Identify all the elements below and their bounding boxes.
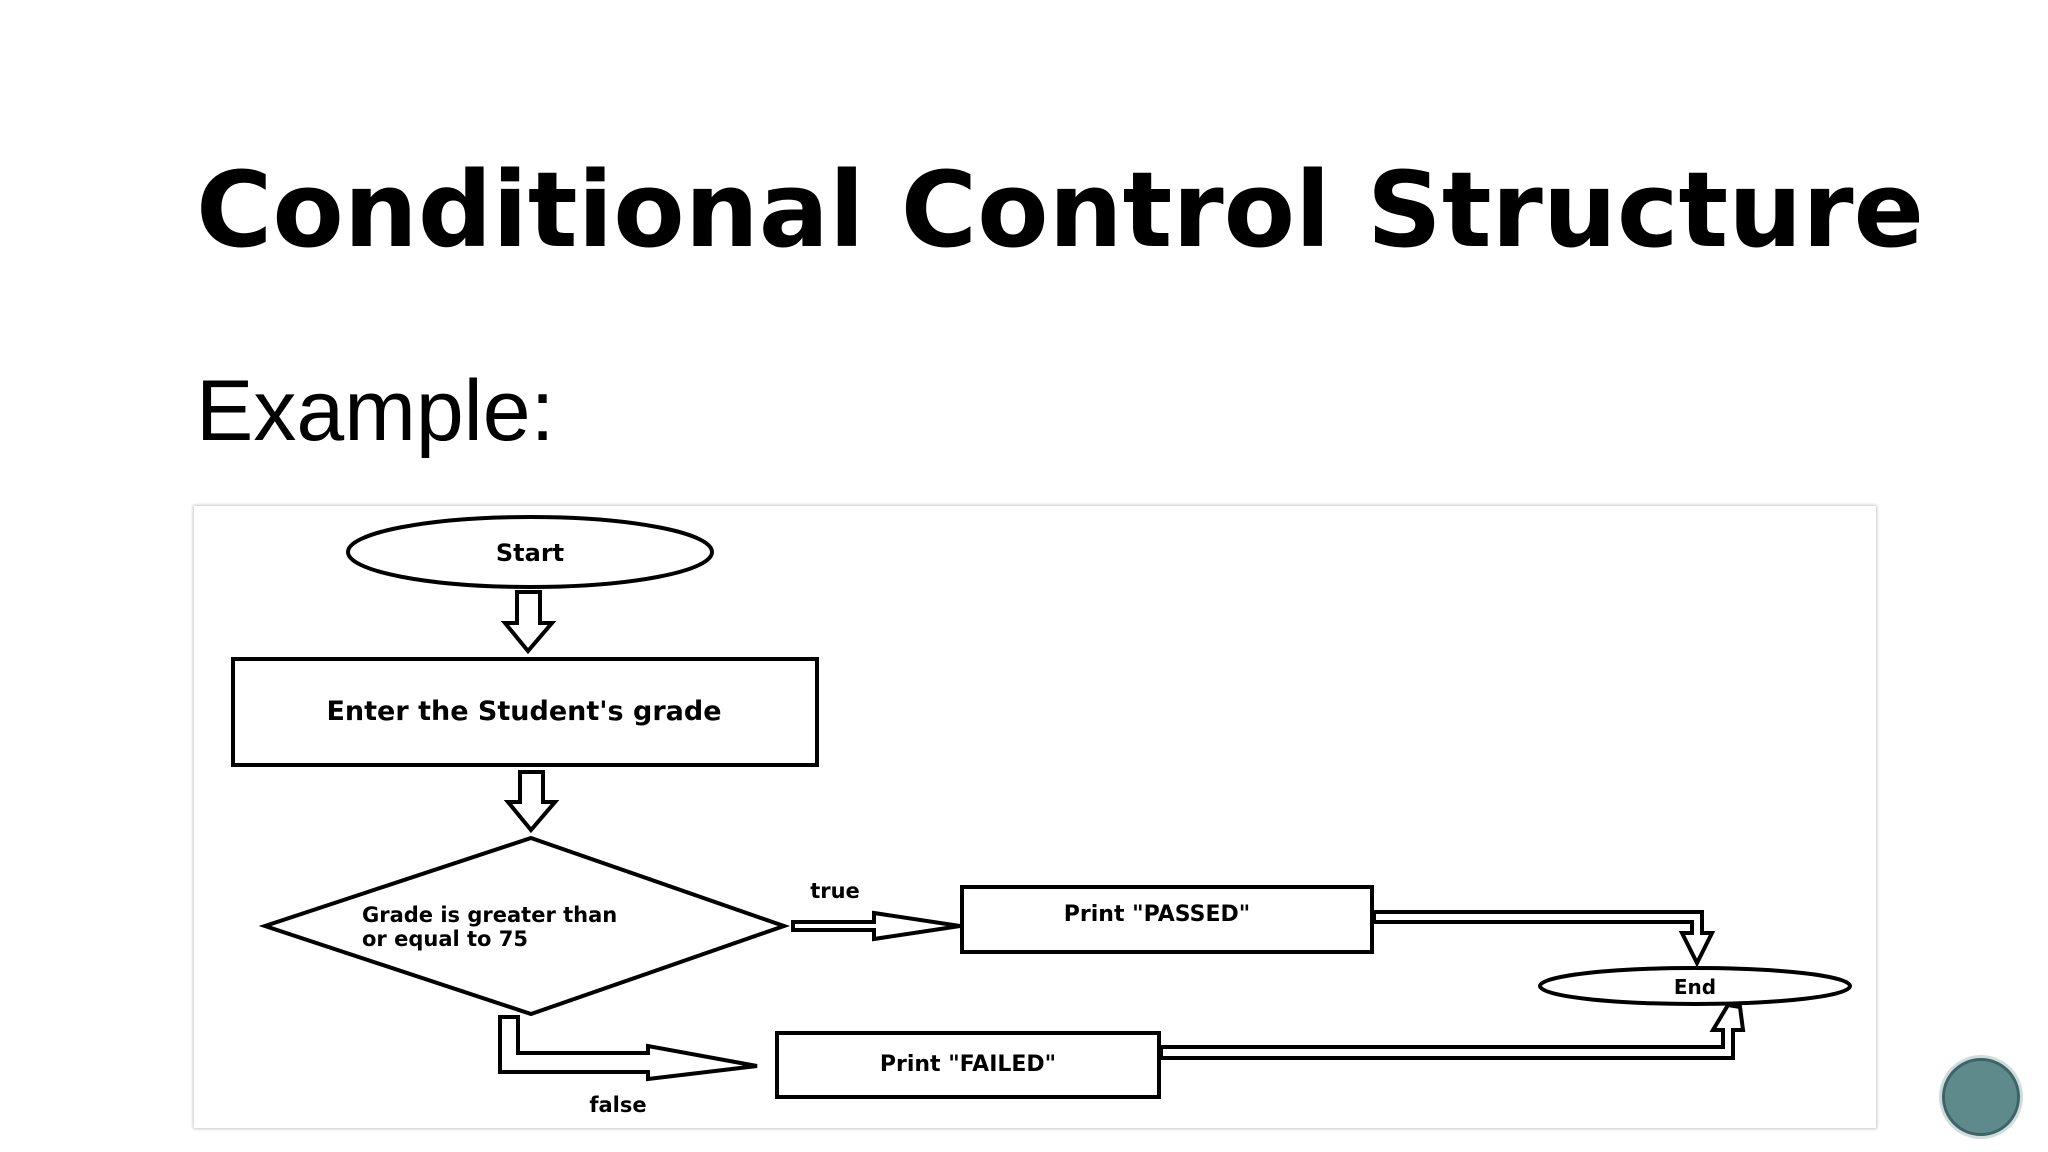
decision-label-line2: or equal to 75	[362, 927, 528, 951]
end-label: End	[1674, 975, 1716, 999]
input-process-box	[231, 657, 819, 767]
failed-box	[775, 1031, 1161, 1099]
true-label: true	[810, 879, 860, 903]
start-terminal	[346, 515, 714, 589]
slide-number-badge	[1942, 1058, 2020, 1136]
decision-diamond	[258, 835, 791, 1017]
failed-label: Print "FAILED"	[880, 1052, 1056, 1077]
flowchart-figure: Start Enter the Student's grade Grade is…	[194, 506, 1876, 1128]
start-label: Start	[496, 539, 564, 567]
arrow-true-to-passed	[791, 910, 961, 942]
arrow-start-to-input	[500, 590, 557, 655]
decision-label-line1: Grade is greater than	[362, 903, 617, 927]
end-terminal	[1538, 966, 1852, 1006]
arrow-input-to-decision	[503, 770, 560, 834]
input-label: Enter the Student's grade	[326, 696, 721, 727]
arrow-failed-to-end	[1159, 1002, 1746, 1060]
slide-title: Conditional Control Structure	[196, 149, 1925, 271]
slide-subtitle: Example:	[196, 363, 555, 459]
arrow-false-to-failed	[498, 1015, 758, 1082]
flowchart-diagram: Start Enter the Student's grade Grade is…	[231, 515, 1852, 1117]
passed-label: Print "PASSED"	[1064, 902, 1250, 927]
arrow-passed-to-end	[1372, 910, 1716, 968]
false-label: false	[589, 1093, 646, 1117]
